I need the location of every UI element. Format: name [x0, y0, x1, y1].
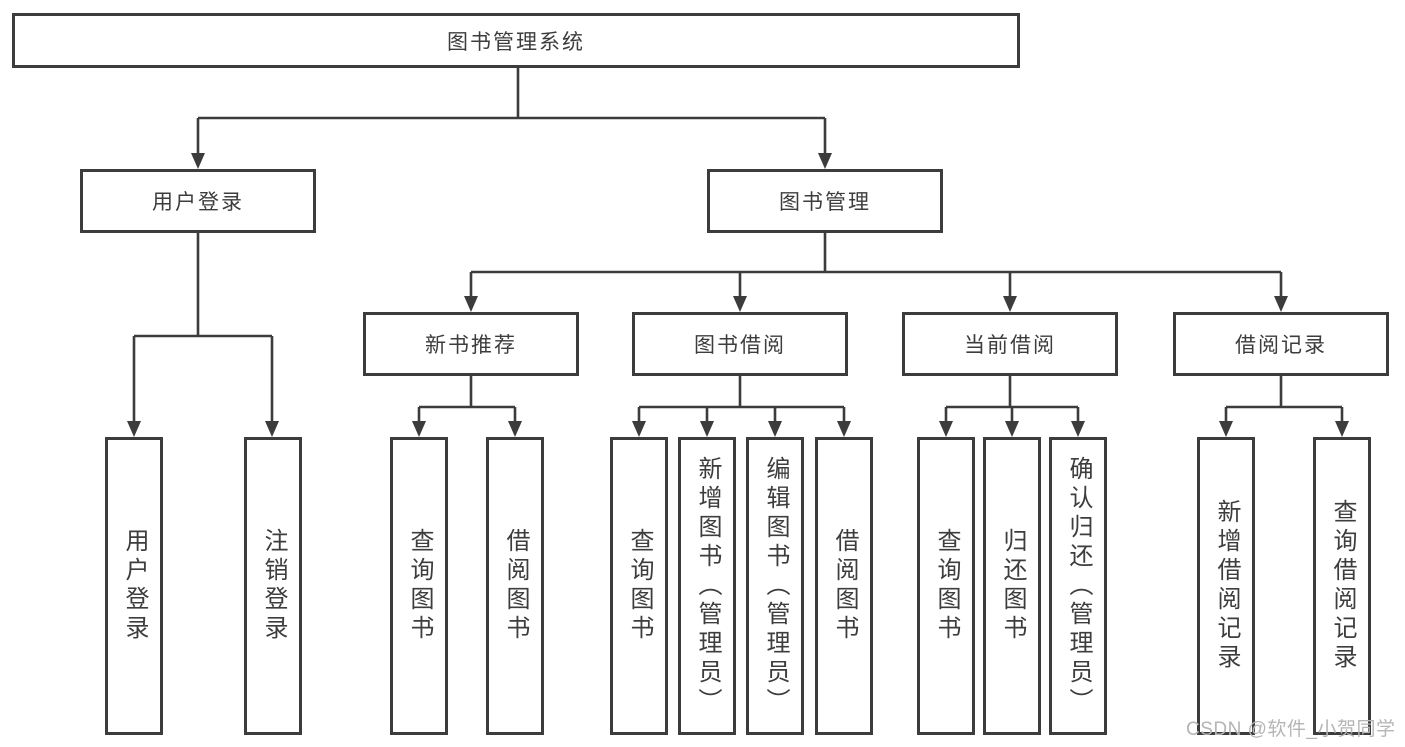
node-library-system-label: 图书管理系统: [447, 30, 585, 54]
node-book-borrow: 图书借阅: [632, 312, 848, 376]
node-current-borrow: 当前借阅: [902, 312, 1118, 376]
leaf-borrow-books-2: 借阅图书: [815, 437, 873, 735]
leaf-edit-books-admin-label: 编辑图书（管理员）: [762, 455, 789, 717]
leaf-query-books-3: 查询图书: [917, 437, 975, 735]
node-library-system: 图书管理系统: [12, 13, 1020, 68]
node-user-login-label: 用户登录: [152, 191, 244, 214]
leaf-confirm-return-admin-label: 确认归还（管理员）: [1065, 455, 1092, 717]
node-new-book-recommend: 新书推荐: [363, 312, 579, 376]
leaf-logout-label: 注销登录: [260, 528, 287, 644]
leaf-query-books-1-label: 查询图书: [406, 528, 433, 644]
leaf-return-books: 归还图书: [983, 437, 1041, 735]
node-new-book-recommend-label: 新书推荐: [425, 334, 517, 357]
node-user-login: 用户登录: [80, 169, 316, 233]
node-book-management-label: 图书管理: [779, 191, 871, 214]
leaf-borrow-books-1-label: 借阅图书: [502, 528, 529, 644]
node-current-borrow-label: 当前借阅: [964, 334, 1056, 357]
leaf-confirm-return-admin: 确认归还（管理员）: [1049, 437, 1107, 735]
leaf-user-login: 用户登录: [105, 437, 163, 735]
leaf-query-books-2: 查询图书: [610, 437, 668, 735]
node-book-management: 图书管理: [707, 169, 943, 233]
leaf-query-books-1: 查询图书: [390, 437, 448, 735]
leaf-add-books-admin-label: 新增图书（管理员）: [694, 455, 721, 717]
leaf-user-login-label: 用户登录: [121, 528, 148, 644]
node-book-borrow-label: 图书借阅: [694, 334, 786, 357]
leaf-add-borrow-record-label: 新增借阅记录: [1213, 499, 1240, 673]
leaf-borrow-books-2-label: 借阅图书: [831, 528, 858, 644]
node-borrow-records: 借阅记录: [1173, 312, 1389, 376]
leaf-query-borrow-record-label: 查询借阅记录: [1329, 499, 1356, 673]
csdn-watermark: CSDN @软件_小贺同学: [1186, 719, 1396, 740]
leaf-borrow-books-1: 借阅图书: [486, 437, 544, 735]
leaf-query-borrow-record: 查询借阅记录: [1313, 437, 1371, 735]
leaf-edit-books-admin: 编辑图书（管理员）: [746, 437, 804, 735]
node-borrow-records-label: 借阅记录: [1235, 334, 1327, 357]
leaf-return-books-label: 归还图书: [999, 528, 1026, 644]
leaf-add-borrow-record: 新增借阅记录: [1197, 437, 1255, 735]
leaf-query-books-3-label: 查询图书: [933, 528, 960, 644]
leaf-query-books-2-label: 查询图书: [626, 528, 653, 644]
leaf-logout: 注销登录: [244, 437, 302, 735]
leaf-add-books-admin: 新增图书（管理员）: [678, 437, 736, 735]
